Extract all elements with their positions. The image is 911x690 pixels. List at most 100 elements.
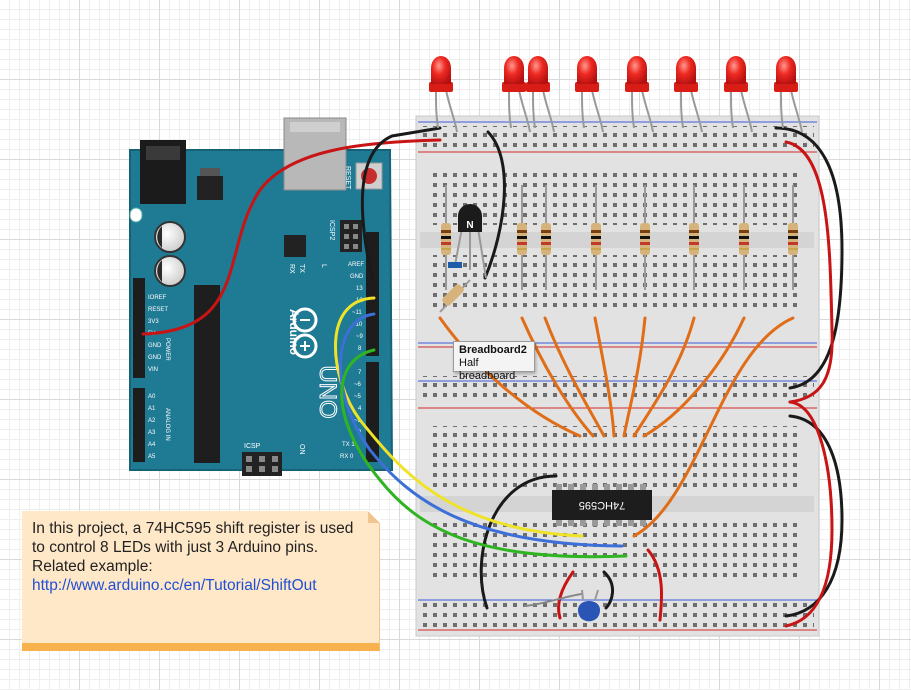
power-header <box>133 278 145 378</box>
breadboard-tooltip: Breadboard2 Half breadboard <box>453 341 535 382</box>
wire-red-rail-right-bottom[interactable] <box>784 400 834 628</box>
pin-label-3v3: 3V3 <box>148 319 159 325</box>
crystal <box>284 235 306 257</box>
mounting-hole <box>129 207 143 223</box>
pin-label-5: ~5 <box>354 394 362 400</box>
wire-red-bottom-right[interactable] <box>646 548 664 622</box>
label-l: L <box>320 264 327 268</box>
pin-label-reset: RESET <box>148 307 168 313</box>
wire-orange-4[interactable] <box>593 316 616 438</box>
resistors <box>439 185 798 313</box>
capacitor-2 <box>154 255 186 287</box>
note-link[interactable]: http://www.arduino.cc/en/Tutorial/ShiftO… <box>32 577 317 594</box>
resistor-7[interactable] <box>739 185 749 290</box>
pin-label-a2: A2 <box>148 418 156 424</box>
chip-label: 74HC595 <box>579 499 625 511</box>
wire-green-clock[interactable] <box>340 348 628 559</box>
ceramic-capacitor[interactable] <box>578 589 600 622</box>
arduino-logo <box>292 307 318 359</box>
resistor-3[interactable] <box>541 185 551 290</box>
board-name: Arduino <box>287 309 301 355</box>
resistor-2[interactable] <box>517 185 527 290</box>
wire-orange-3[interactable] <box>543 316 606 438</box>
led-8[interactable] <box>774 56 803 133</box>
pin-label-9: ~9 <box>356 334 364 340</box>
capacitor-1 <box>154 221 186 253</box>
wire-black-gnd-top[interactable] <box>360 126 442 280</box>
icsp2-header <box>340 220 362 252</box>
resistor-4[interactable] <box>591 185 601 290</box>
wire-orange-1[interactable] <box>438 316 582 438</box>
led-6[interactable] <box>674 56 703 133</box>
wire-blue-latch[interactable] <box>339 312 624 548</box>
pin-label-8: 8 <box>358 346 362 352</box>
pin-label-a1: A1 <box>148 406 156 412</box>
led-2[interactable] <box>502 56 531 133</box>
label-reset: RESET <box>344 166 351 190</box>
label-tx: TX <box>298 264 305 273</box>
resistor-transistor-base[interactable] <box>439 279 471 313</box>
wire-black-transistor[interactable] <box>483 130 506 280</box>
pin-label-gnd1: GND <box>148 343 162 349</box>
wire-black-cap[interactable] <box>602 570 614 610</box>
project-note: In this project, a 74HC595 shift registe… <box>22 511 380 651</box>
led-7[interactable] <box>724 56 753 133</box>
wire-orange-5[interactable] <box>622 316 647 438</box>
pin-label-6: ~6 <box>354 382 362 388</box>
pin-label-gnd: GND <box>350 274 364 280</box>
wire-black-chip-gnd[interactable] <box>479 474 558 610</box>
analog-section-label: ANALOG IN <box>164 408 170 441</box>
resistor-6[interactable] <box>689 185 699 290</box>
label-icsp2: ICSP2 <box>328 220 335 240</box>
wires <box>141 126 844 628</box>
label-icsp: ICSP <box>244 443 261 450</box>
npn-transistor[interactable]: N <box>448 204 487 279</box>
led-3[interactable] <box>526 56 555 133</box>
label-rx: RX <box>288 264 295 274</box>
pin-label-11: ~11 <box>352 310 362 316</box>
wire-orange-7[interactable] <box>642 316 746 438</box>
wire-orange-8[interactable] <box>632 316 795 538</box>
pin-label-tx1: TX 1 <box>342 442 355 448</box>
pin-label-ioref: IOREF <box>148 295 167 301</box>
wire-orange-2[interactable] <box>520 316 595 438</box>
power-section-label: POWER <box>164 338 170 361</box>
wire-red-chip-vcc[interactable] <box>557 570 575 620</box>
pin-label-vin: VIN <box>148 367 158 373</box>
wire-gray-cap[interactable] <box>524 593 583 607</box>
analog-header <box>133 388 145 462</box>
note-text: In this project, a 74HC595 shift registe… <box>32 520 354 556</box>
top-power-rails <box>418 121 817 153</box>
resistor-8[interactable] <box>788 185 798 290</box>
led-1[interactable] <box>429 56 458 133</box>
power-pin-labels: IOREF RESET 3V3 5V GND GND VIN A0 A1 A2 … <box>148 295 170 460</box>
note-related: Related example: <box>32 558 153 575</box>
led-4[interactable] <box>575 56 604 133</box>
pin-label-a4: A4 <box>148 442 156 448</box>
led-5[interactable] <box>625 56 654 133</box>
wire-black-rail-right-top[interactable] <box>774 126 844 390</box>
board-model: UNO <box>314 365 341 418</box>
svg-text:N: N <box>466 220 473 231</box>
pin-label-gnd2: GND <box>148 355 162 361</box>
wire-red-rail-right-top[interactable] <box>784 140 834 404</box>
pin-label-rx0: RX 0 <box>340 454 354 460</box>
shift-register-74hc595[interactable]: 74HC595 <box>552 484 652 526</box>
pin-label-a0: A0 <box>148 394 156 400</box>
icsp-header <box>242 452 282 476</box>
wire-yellow-data[interactable] <box>334 296 584 538</box>
pin-label-3: ~3 <box>354 418 362 424</box>
voltage-regulator <box>197 176 223 200</box>
tooltip-subtitle: Half breadboard <box>459 357 516 382</box>
pin-label-4: 4 <box>358 406 362 412</box>
wire-red-5v[interactable] <box>141 138 442 336</box>
leds <box>429 56 803 133</box>
resistor-1[interactable] <box>441 185 451 290</box>
wire-orange-6[interactable] <box>632 316 696 438</box>
pin-label-10: ~10 <box>352 322 363 328</box>
note-fold <box>368 511 380 523</box>
terminal-strip-top-a <box>430 173 800 225</box>
resistor-5[interactable] <box>640 185 650 290</box>
pin-label-13: 13 <box>356 286 363 292</box>
